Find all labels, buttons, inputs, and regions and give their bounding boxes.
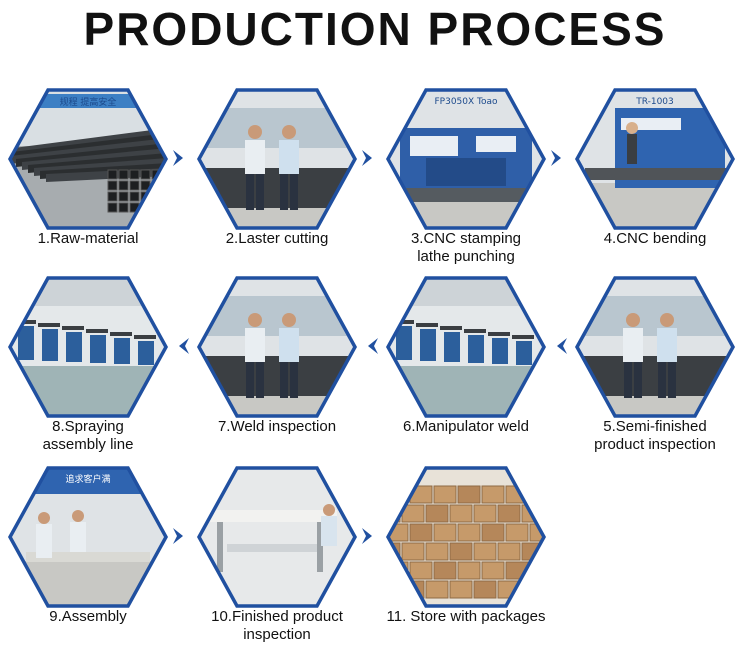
hexagon-frame [386,88,546,230]
step-label-line1: 8.Spraying [52,418,124,435]
chevron-right-icon [171,526,187,546]
step-photo: TR-1003 [575,88,735,230]
step-label: 4.CNC bending [555,230,750,248]
page-title: PRODUCTION PROCESS [83,3,667,55]
step-label: 5.Semi-finished product inspection [555,418,750,454]
step-label-line1: 10.Finished product [211,608,343,625]
hexagon-frame [575,88,735,230]
step-label-line1: 7.Weld inspection [217,418,337,435]
step-label: 8.Spraying assembly line [0,418,188,454]
hexagon-frame [8,276,168,418]
hexagon-frame [197,466,357,608]
hexagon-frame [386,466,546,608]
step-label: 7.Weld inspection [177,418,377,436]
step-label: 9.Assembly [0,608,188,626]
step-photo [8,276,168,418]
step-label-line1: 1.Raw-material [37,230,139,247]
step-photo [386,276,546,418]
step-label-line2: inspection [243,626,311,643]
hexagon-frame [8,88,168,230]
hexagon-frame [197,88,357,230]
step-label-line1: 9.Assembly [49,608,127,625]
step-label-line1: 4.CNC bending [603,230,707,247]
step-photo [197,276,357,418]
step-label: 11. Store with packages [366,608,566,626]
step-photo [197,88,357,230]
step-photo [386,466,546,608]
step-label-line1: 2.Laster cutting [225,230,329,247]
step-label-line2: assembly line [42,436,134,453]
svg-text:FP3050X Toao: FP3050X Toao [434,97,498,107]
step-label-line1: 3.CNC stamping [410,230,522,247]
step-label: 10.Finished product inspection [177,608,377,644]
step-label-line1: 5.Semi-finished [603,418,707,435]
hexagon-frame [575,276,735,418]
hexagon-frame [8,466,168,608]
step-label: 2.Laster cutting [177,230,377,248]
chevron-left-icon [553,336,569,356]
step-photo: 追求客户满 [8,466,168,608]
chevron-right-icon [549,148,565,168]
svg-text:追求客户满: 追求客户满 [65,473,110,485]
step-label-line2: product inspection [594,436,716,453]
chevron-right-icon [360,148,376,168]
step-label-line1: 6.Manipulator weld [403,418,529,435]
hexagon-frame [197,276,357,418]
chevron-left-icon [364,336,380,356]
step-label: 3.CNC stamping lathe punching [366,230,566,266]
chevron-right-icon [171,148,187,168]
svg-text:TR-1003: TR-1003 [635,97,674,107]
svg-text:规程 提高安全: 规程 提高安全 [60,96,117,108]
hexagon-frame [386,276,546,418]
step-photo: 规程 提高安全 [8,88,168,230]
chevron-right-icon [360,526,376,546]
step-label: 6.Manipulator weld [366,418,566,436]
step-photo [575,276,735,418]
step-label: 1.Raw-material [0,230,188,248]
step-label-line2: lathe punching [417,248,515,265]
chevron-left-icon [175,336,191,356]
step-photo: FP3050X Toao [386,88,546,230]
step-photo [197,466,357,608]
step-label-line1: 11. Store with packages [386,608,546,625]
